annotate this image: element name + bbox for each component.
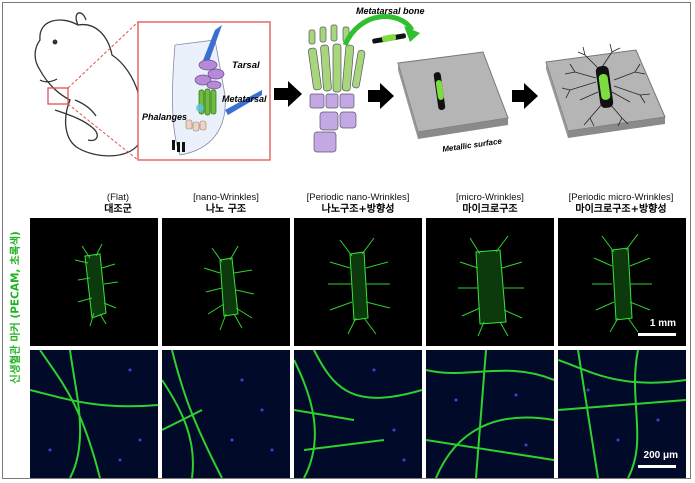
scale-bar-200um <box>638 465 676 468</box>
micrograph-low-flat <box>30 218 158 346</box>
micrograph-high-periodic-nano <box>294 350 422 478</box>
scale-bar-label-200um: 200 μm <box>643 450 678 461</box>
column-label-ko: 나노구조+방향성 <box>321 204 395 215</box>
micrograph-high-periodic-micro: 200 μm <box>558 350 686 478</box>
column-label-ko: 마이크로구조 <box>462 204 518 215</box>
mouse-pup-drawing <box>34 12 143 157</box>
foot-detail-drawing <box>172 25 262 156</box>
side-axis-label: 신생혈관 마커 (PECAM, 초록색) <box>9 231 22 384</box>
column-label-ko: 대조군 <box>104 204 132 215</box>
arrow-right-icon <box>368 83 394 109</box>
column-label-en: [nano-Wrinkles] <box>193 192 259 203</box>
metallic-surface-drawing <box>397 51 509 139</box>
schematic-diagram: Tarsal Metatarsal Phalanges <box>34 6 666 161</box>
micrograph-high-micro <box>426 350 554 478</box>
arrow-right-icon <box>512 83 538 109</box>
column-header-nano: [nano-Wrinkles] 나노 구조 <box>160 192 292 216</box>
curved-arrow-icon <box>342 14 415 47</box>
micrograph-low-nano <box>162 218 290 346</box>
micrograph-high-flat <box>30 350 158 478</box>
label-tarsal: Tarsal <box>232 60 260 71</box>
figure-frame <box>2 2 691 479</box>
column-label-ko: 마이크로구조+방향성 <box>575 204 667 215</box>
vascularized-bone-drawing <box>545 43 666 138</box>
micrograph-low-periodic-micro: 1 mm <box>558 218 686 346</box>
column-label-ko: 나노 구조 <box>205 204 247 215</box>
micrograph-low-periodic-nano <box>294 218 422 346</box>
micrograph-high-nano <box>162 350 290 478</box>
column-header-periodic-micro: [Periodic micro-Wrinkles] 마이크로구조+방향성 <box>555 192 687 216</box>
zoom-box-small <box>47 87 69 105</box>
label-metatarsal-bone: Metatarsal bone <box>356 6 425 16</box>
column-label-en: [micro-Wrinkles] <box>456 192 524 203</box>
column-header-periodic-nano: [Periodic nano-Wrinkles] 나노구조+방향성 <box>292 192 424 216</box>
column-label-en: (Flat) <box>106 192 130 203</box>
scale-bar-label-1mm: 1 mm <box>649 318 676 329</box>
arrow-right-icon <box>274 81 302 107</box>
label-phalanges: Phalanges <box>142 112 187 122</box>
column-header-flat: (Flat) 대조군 <box>52 192 184 216</box>
column-label-en: [Periodic nano-Wrinkles] <box>306 192 410 203</box>
bone-icon <box>372 33 406 44</box>
column-header-micro: [micro-Wrinkles] 마이크로구조 <box>424 192 556 216</box>
foot-bones-drawing <box>308 24 366 153</box>
scale-bar-1mm <box>638 333 676 336</box>
micrograph-low-micro <box>426 218 554 346</box>
label-metatarsal: Metatarsal <box>222 94 267 104</box>
column-label-en: [Periodic micro-Wrinkles] <box>568 192 674 203</box>
label-metallic-surface: Metallic surface <box>442 137 503 154</box>
